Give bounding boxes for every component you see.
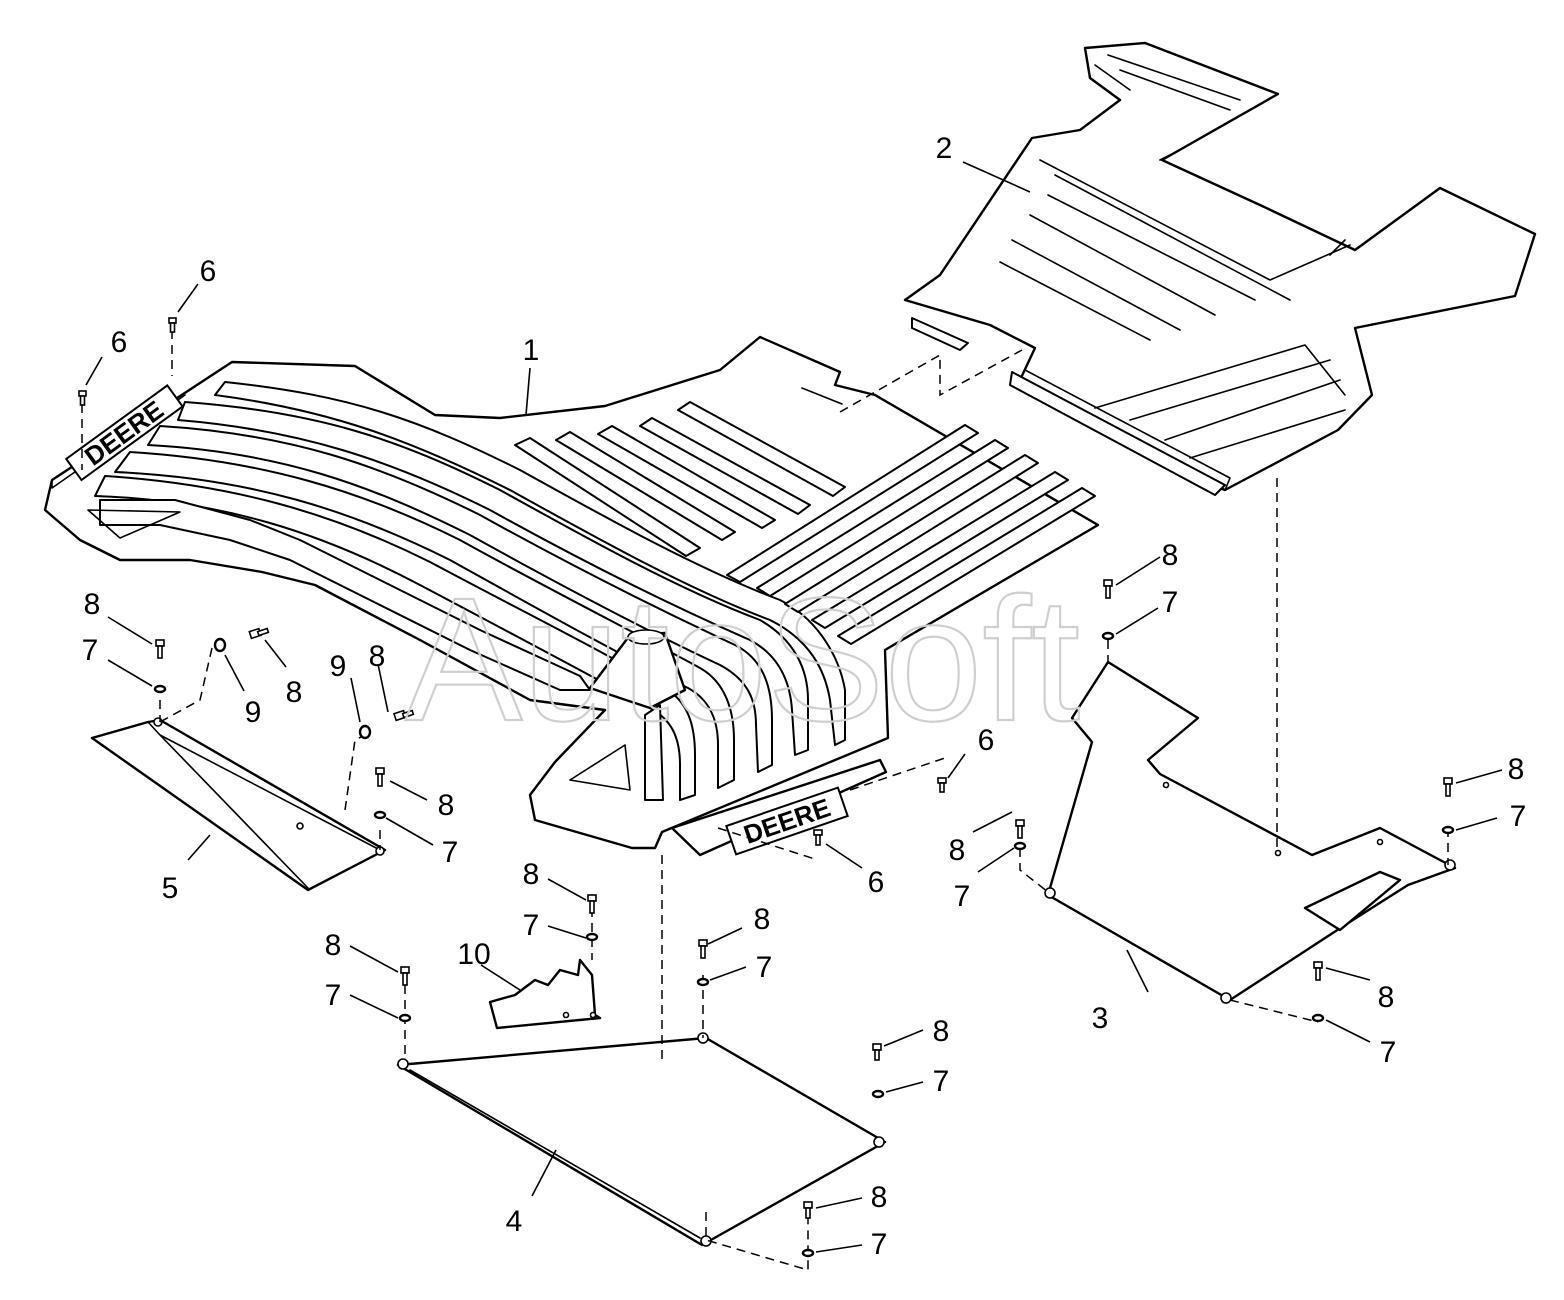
washer-icon <box>358 724 372 740</box>
bolt-icon <box>813 829 823 846</box>
hardware <box>78 317 1455 1258</box>
washer-icon <box>801 1248 815 1258</box>
washer-icon <box>398 1013 412 1023</box>
callout-8-h: 8 <box>1378 981 1395 1014</box>
bolt-icon <box>155 639 165 659</box>
bolt-icon <box>1313 961 1323 981</box>
watermark: AutoSoft <box>405 562 1080 758</box>
bolt-icon <box>587 894 597 914</box>
bolt-icon <box>248 627 270 640</box>
callout-7-g: 7 <box>1510 800 1527 833</box>
bolt-icon <box>1103 579 1113 599</box>
callout-7-a: 7 <box>82 634 99 667</box>
callout-7-l: 7 <box>933 1065 950 1098</box>
callout-1: 1 <box>523 334 540 367</box>
callout-8-k: 8 <box>325 929 342 962</box>
callout-8-f: 8 <box>949 834 966 867</box>
washer-icon <box>1311 1013 1325 1023</box>
callout-3: 3 <box>1092 1002 1109 1035</box>
washer-icon <box>1441 825 1455 835</box>
callout-6-c: 6 <box>978 724 995 757</box>
washer-icon <box>1101 631 1115 641</box>
callout-6-d: 6 <box>868 866 885 899</box>
callout-4: 4 <box>506 1205 523 1238</box>
callout-2: 2 <box>936 132 953 165</box>
callout-8-c: 8 <box>369 640 386 673</box>
callout-7-h: 7 <box>1380 1036 1397 1069</box>
bolt-icon <box>78 390 87 406</box>
bolt-icon <box>937 777 947 793</box>
bolt-icon <box>400 966 410 986</box>
bolt-icon <box>803 1201 813 1219</box>
callout-7-e: 7 <box>1162 586 1179 619</box>
callout-8-g: 8 <box>1508 753 1525 786</box>
part-4-lower-panel <box>396 1032 887 1247</box>
callouts: 1 2 3 4 5 10 6 6 6 6 8 7 9 8 9 8 8 7 8 7… <box>82 132 1527 1261</box>
callout-6-b: 6 <box>111 326 128 359</box>
callout-8-l: 8 <box>933 1015 950 1048</box>
callout-8-j: 8 <box>754 903 771 936</box>
part-5-side-shield <box>90 717 387 892</box>
part-2-rear-floor-panel <box>903 41 1537 496</box>
callout-9-b: 9 <box>330 650 347 683</box>
bolt-icon <box>872 1043 882 1061</box>
callout-6-a: 6 <box>200 255 217 288</box>
callout-8-b: 8 <box>286 676 303 709</box>
washer-icon <box>153 684 167 694</box>
callout-7-j: 7 <box>756 951 773 984</box>
callout-8-d: 8 <box>438 789 455 822</box>
callout-8-i: 8 <box>523 858 540 891</box>
washer-icon <box>213 637 227 653</box>
callout-9-a: 9 <box>245 696 262 729</box>
part-3-rear-shield <box>1044 660 1457 1004</box>
callout-8-a: 8 <box>84 588 101 621</box>
callout-7-i: 7 <box>523 909 540 942</box>
bolt-icon <box>1015 819 1025 839</box>
washer-icon <box>871 1089 885 1099</box>
callout-8-m: 8 <box>871 1181 888 1214</box>
washer-icon <box>373 810 387 820</box>
callout-7-m: 7 <box>871 1228 888 1261</box>
callout-7-f: 7 <box>954 880 971 913</box>
callout-7-d: 7 <box>442 836 459 869</box>
part-1-floor-mat <box>43 335 1100 857</box>
bolt-icon <box>168 317 177 333</box>
assembly-lines <box>81 330 1449 1272</box>
part-10-bracket <box>488 958 602 1030</box>
callout-7-k: 7 <box>325 979 342 1012</box>
bolt-icon <box>375 767 385 787</box>
washer-icon <box>1013 841 1027 851</box>
bolt-icon <box>393 709 415 722</box>
washer-icon <box>696 977 710 987</box>
leader-lines <box>85 161 1503 1253</box>
callout-8-e: 8 <box>1162 539 1179 572</box>
callout-5: 5 <box>162 872 179 905</box>
bolt-icon <box>1443 777 1453 797</box>
washer-icon <box>585 932 599 942</box>
callout-10: 10 <box>457 938 490 971</box>
bolt-icon <box>698 939 708 959</box>
